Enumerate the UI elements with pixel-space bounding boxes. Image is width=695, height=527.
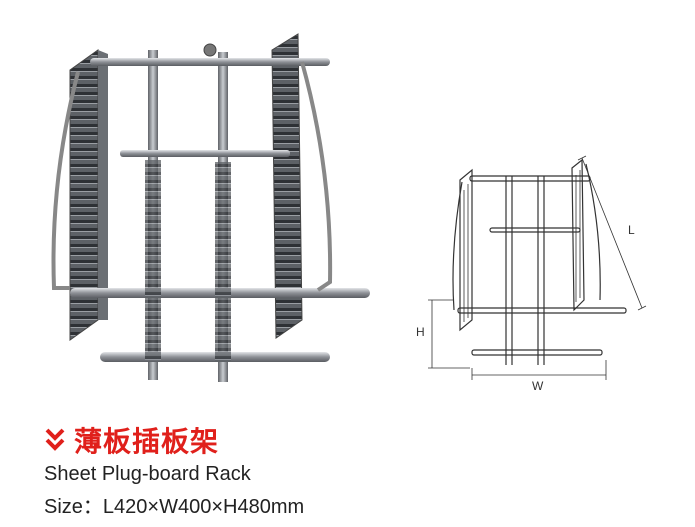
product-title-en: Sheet Plug-board Rack bbox=[44, 463, 251, 485]
dim-label-h: H bbox=[416, 325, 425, 339]
dim-label-w: W bbox=[532, 379, 544, 393]
product-size: Size：L420×W400×H480mm bbox=[44, 490, 304, 519]
product-photo bbox=[51, 33, 370, 382]
size-label: Size： bbox=[44, 496, 103, 518]
double-chevron-down-icon bbox=[45, 428, 65, 451]
product-title-cn: 薄板插板架 bbox=[74, 425, 220, 458]
size-value: L420×W400×H480mm bbox=[102, 496, 305, 518]
dimension-drawing: L H W bbox=[416, 155, 647, 393]
dim-label-l: L bbox=[628, 223, 635, 237]
title-row: 薄板插板架 bbox=[44, 420, 219, 460]
